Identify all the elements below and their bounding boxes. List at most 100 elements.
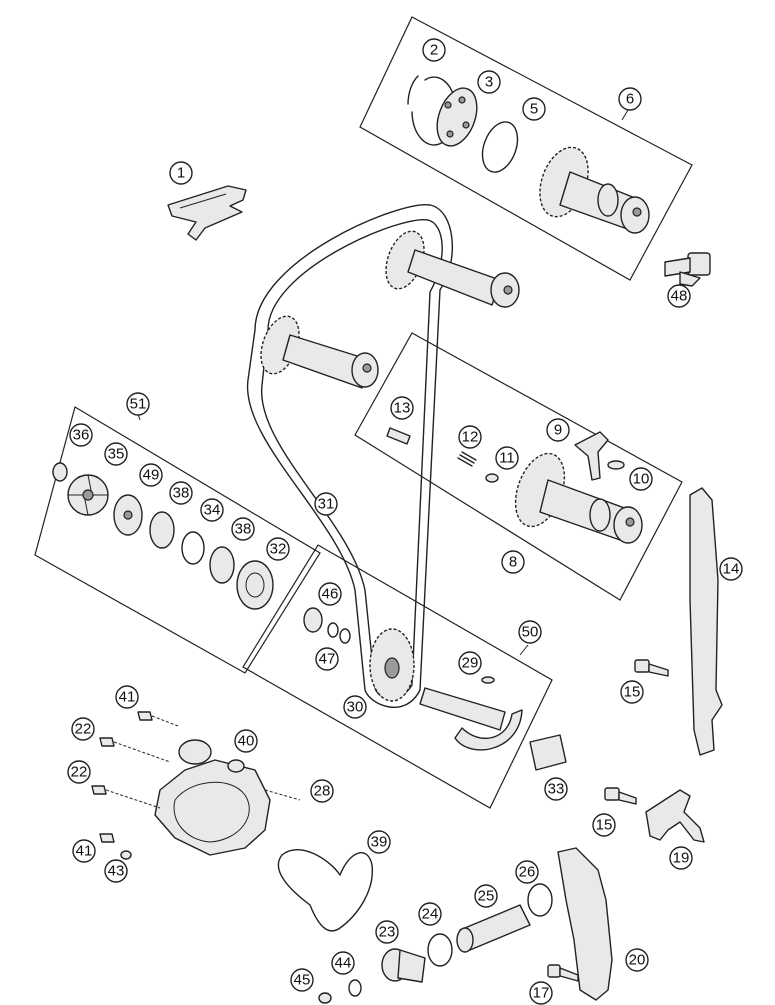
part-5-ring [481,121,519,173]
svg-text:9: 9 [554,422,562,439]
part-38-ring-a [149,511,175,549]
svg-text:48: 48 [671,288,688,305]
callout-30: 30 [343,695,367,719]
water-pump-cover [154,739,271,856]
svg-text:5: 5 [530,101,538,118]
callout-34: 34 [200,498,224,522]
part-38-ring-b [209,546,235,584]
svg-text:6: 6 [626,91,634,108]
part-28-leader [264,789,301,801]
svg-text:38: 38 [173,485,190,502]
callout-10: 10 [629,467,653,491]
svg-text:36: 36 [73,427,90,444]
svg-text:19: 19 [673,850,690,867]
part-30-gear [369,628,415,702]
callout-11: 11 [495,446,519,470]
part-17-bolt [547,964,579,982]
svg-text:13: 13 [394,400,411,417]
part-43-washer [120,850,132,860]
part-19-bracket [645,789,705,843]
part-13-screw [386,427,411,445]
callout-1: 1 [169,161,193,185]
svg-text:8: 8 [509,554,517,571]
part-intake-camshaft-lower [260,315,379,389]
svg-text:20: 20 [629,952,646,969]
callout-6: 6 [618,87,642,111]
callout-23: 23 [375,920,399,944]
svg-text:34: 34 [204,502,221,519]
leader-6 [621,109,629,121]
callout-2: 2 [422,38,446,62]
svg-text:22: 22 [71,764,88,781]
svg-text:51: 51 [130,396,147,413]
group-frame-6 [359,16,693,281]
part-1-chain-guide [167,185,247,241]
svg-text:12: 12 [462,429,479,446]
svg-text:41: 41 [119,689,136,706]
part-24-washer [427,933,453,967]
part-20-tensioner-arm [557,847,613,1001]
part-34-circlip [181,531,205,565]
part-48-sensor [664,252,711,287]
part-32-bearing [236,560,274,610]
part-25-tensioner [456,904,531,953]
part-36-nut [52,462,68,482]
svg-text:49: 49 [143,467,160,484]
callout-14: 14 [719,557,743,581]
svg-text:15: 15 [624,684,641,701]
part-49-seal [113,494,143,536]
callout-28: 28 [310,779,334,803]
svg-text:23: 23 [379,924,396,941]
part-33-bearing [529,734,567,771]
callout-45: 45 [290,968,314,992]
callout-44: 44 [331,951,355,975]
part-44-ring [348,979,362,997]
callout-15-a: 15 [620,680,644,704]
callout-41-a: 41 [115,685,139,709]
callout-38-a: 38 [169,481,193,505]
callout-41-b: 41 [72,839,96,863]
svg-text:50: 50 [522,624,539,641]
part-29-shaft [419,687,523,751]
callout-13: 13 [390,396,414,420]
svg-text:14: 14 [723,561,740,578]
callout-5: 5 [522,97,546,121]
part-8-camshaft [514,452,643,544]
part-45-washer [318,992,332,1004]
callout-43: 43 [104,859,128,883]
callout-22-b: 22 [67,760,91,784]
svg-text:25: 25 [478,888,495,905]
group-frame-50 [242,544,553,809]
svg-text:44: 44 [335,955,352,972]
part-exhaust-camshaft-upper [385,230,520,308]
callout-3: 3 [477,70,501,94]
part-15-bolt-upper [634,659,669,677]
callout-40: 40 [234,729,258,753]
svg-text:22: 22 [75,721,92,738]
callout-51: 51 [126,392,150,416]
svg-text:40: 40 [238,733,255,750]
svg-text:43: 43 [108,863,125,880]
part-31-timing-chain [246,204,453,708]
callout-31: 31 [314,492,338,516]
callout-19: 19 [669,846,693,870]
part-14-tensioner-rail [689,487,723,756]
svg-text:38: 38 [235,521,252,538]
part-10-pin [607,460,625,470]
svg-text:33: 33 [548,781,565,798]
callout-48: 48 [667,284,691,308]
group-frame-8 [354,332,683,601]
svg-text:46: 46 [322,586,339,603]
callout-9: 9 [546,418,570,442]
part-9-lever [574,431,609,481]
part-11-pin [485,473,499,483]
part-41-bolt-upper [137,711,179,727]
part-47-ring-a [327,622,339,638]
leader-50 [519,644,529,656]
svg-text:26: 26 [519,864,536,881]
callout-33: 33 [544,777,568,801]
svg-text:30: 30 [347,699,364,716]
part-15-bolt-lower [604,787,637,805]
callout-32: 32 [266,537,290,561]
